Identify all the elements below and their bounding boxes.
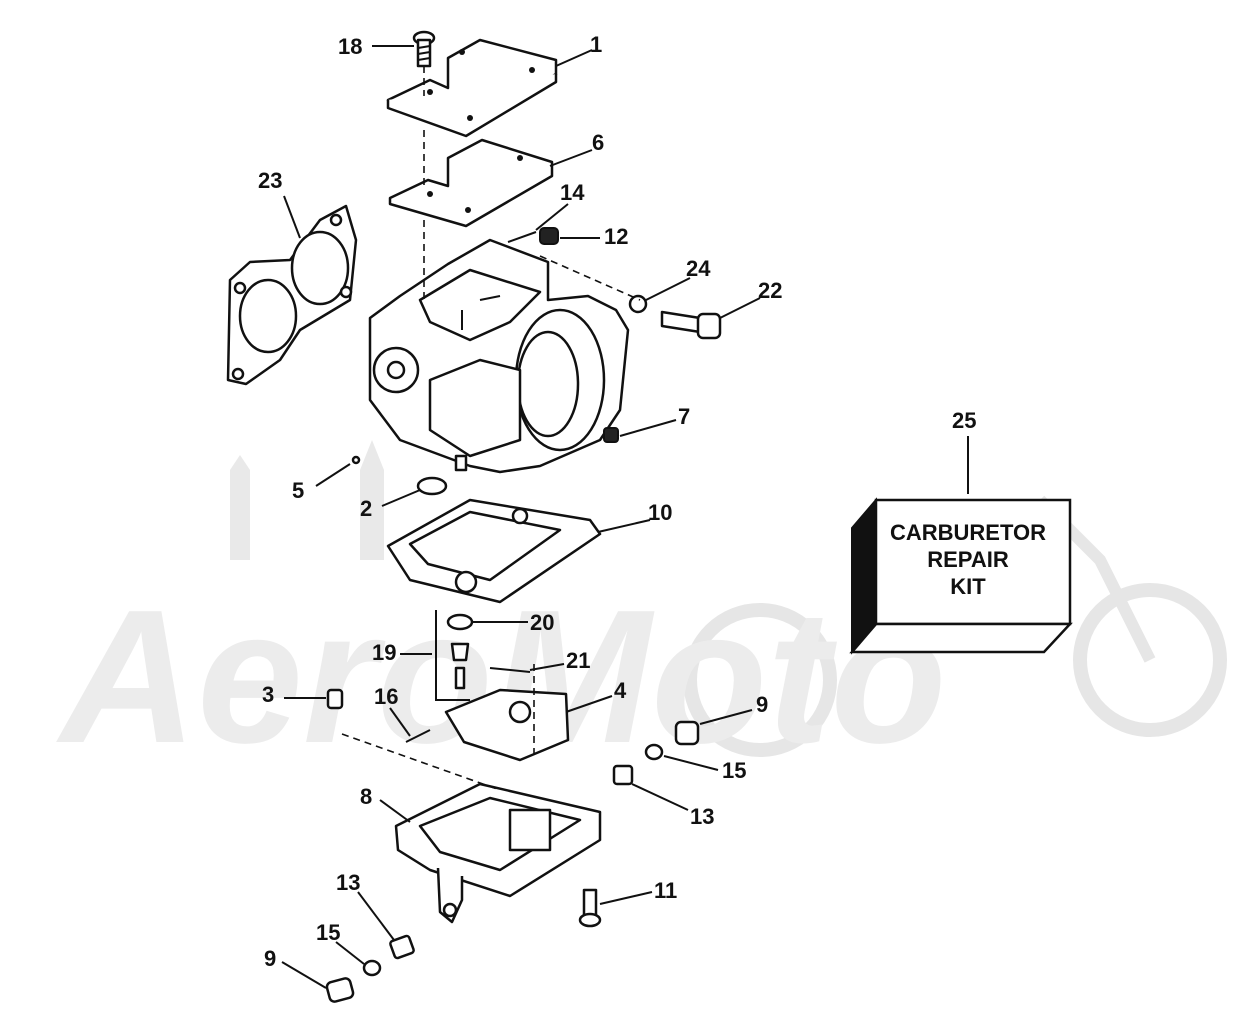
callout-24: 24 — [686, 256, 711, 281]
callout-15-upper: 15 — [722, 758, 746, 783]
part-7-spring — [603, 427, 619, 443]
part-9-plug-lower — [325, 977, 355, 1003]
carburetor-body — [368, 238, 630, 474]
callout-12: 12 — [604, 224, 628, 249]
callout-19: 19 — [372, 640, 396, 665]
part-6-gasket — [388, 138, 554, 228]
callout-11: 11 — [654, 878, 677, 903]
callout-3: 3 — [262, 682, 274, 707]
callouts: 18 1 6 23 14 12 24 22 7 25 5 2 10 20 19 … — [258, 32, 976, 971]
callout-15-lower: 15 — [316, 920, 340, 945]
part-14-pin — [507, 231, 537, 243]
callout-4: 4 — [614, 678, 627, 703]
part-9-plug-upper — [674, 720, 700, 746]
callout-10: 10 — [648, 500, 672, 525]
callout-5: 5 — [292, 478, 304, 503]
callout-22: 22 — [758, 278, 782, 303]
part-5-ball — [351, 455, 361, 465]
part-23-gasket — [226, 204, 358, 386]
part-24-lockwasher — [628, 294, 648, 314]
part-12-fitting — [539, 227, 559, 245]
leader-lines — [281, 45, 969, 989]
part-16-pin — [405, 729, 431, 743]
repair-kit-box: CARBURETOR REPAIR KIT — [849, 497, 1073, 655]
callout-9-upper: 9 — [756, 692, 768, 717]
callout-7: 7 — [678, 404, 690, 429]
callout-1: 1 — [590, 32, 602, 57]
part-15-washer-upper — [644, 743, 664, 761]
part-22-screw — [660, 310, 722, 340]
part-15-washer-lower — [362, 959, 382, 977]
part-18-screw — [412, 30, 436, 68]
callout-23: 23 — [258, 168, 282, 193]
kit-label-line2: REPAIR — [927, 547, 1009, 572]
part-11-screw — [578, 888, 602, 928]
callout-21: 21 — [566, 648, 590, 673]
part-20-washer — [446, 613, 474, 631]
callout-13-upper: 13 — [690, 804, 714, 829]
alignment-lines — [341, 66, 641, 791]
callout-14: 14 — [560, 180, 585, 205]
callout-13-lower: 13 — [336, 870, 360, 895]
part-21-pin — [489, 667, 531, 673]
part-13-screw-upper — [612, 764, 634, 786]
part-19-needle-valve — [435, 610, 470, 701]
callout-8: 8 — [360, 784, 372, 809]
part-13-screw-lower — [389, 934, 415, 960]
part-4-float — [444, 688, 570, 762]
callout-18: 18 — [338, 34, 362, 59]
part-3-jet — [326, 688, 344, 710]
kit-label-line3: KIT — [950, 574, 986, 599]
part-8-float-bowl — [394, 782, 602, 924]
callout-16: 16 — [374, 684, 398, 709]
part-1-cover — [386, 38, 558, 138]
callout-6: 6 — [592, 130, 604, 155]
callout-9-lower: 9 — [264, 946, 276, 971]
part-10-gasket — [386, 498, 602, 604]
part-2-plug — [416, 476, 448, 496]
callout-20: 20 — [530, 610, 554, 635]
callout-25: 25 — [952, 408, 976, 433]
callout-2: 2 — [360, 496, 372, 521]
kit-label-line1: CARBURETOR — [890, 520, 1046, 545]
